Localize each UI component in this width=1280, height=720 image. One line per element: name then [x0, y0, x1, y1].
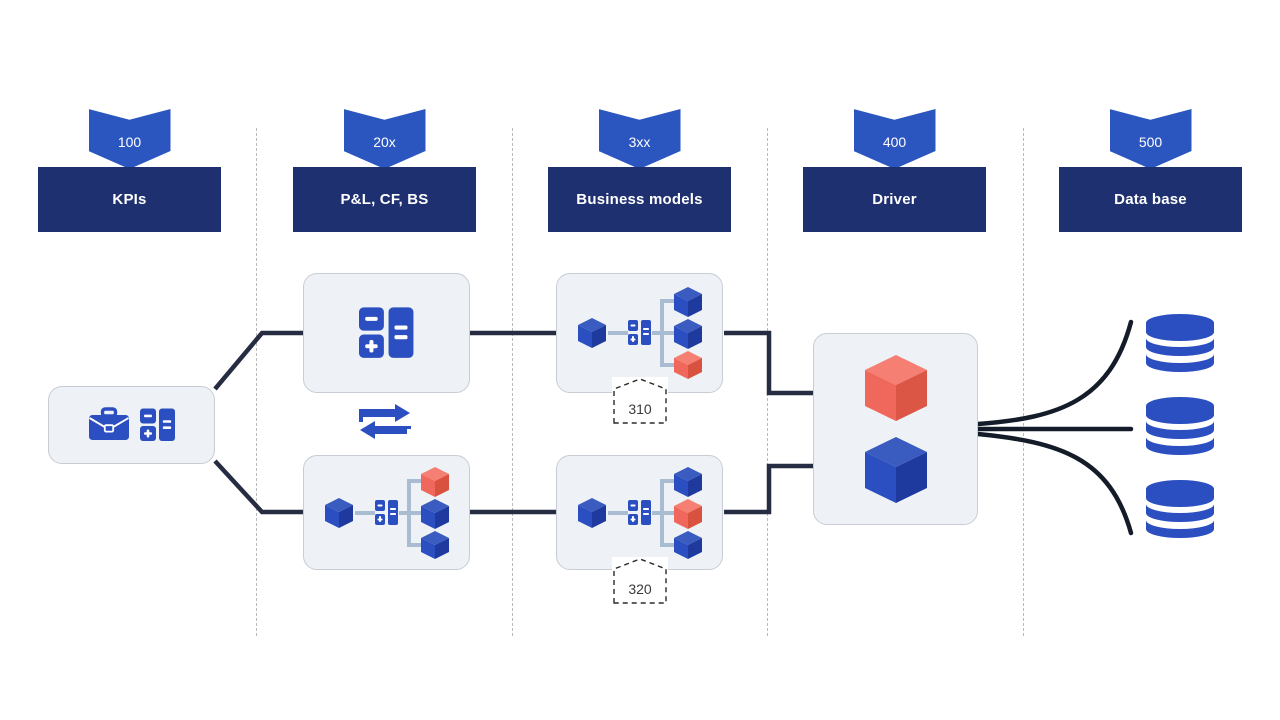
cube-red-icon — [673, 498, 702, 529]
sync-between-statements[interactable] — [355, 403, 415, 445]
kpis-node-icons — [88, 407, 176, 443]
column-title-bar[interactable]: Driver — [803, 167, 986, 232]
column-title-bar[interactable]: Data base — [1059, 167, 1242, 232]
column-code-badge: 20x — [343, 109, 426, 169]
pl-statement-node[interactable] — [303, 273, 470, 393]
calculator-icon — [627, 320, 651, 345]
column-code-badge: 500 — [1109, 109, 1192, 169]
column-code-text: 500 — [1138, 134, 1163, 150]
cube-blue-icon — [673, 287, 702, 317]
cube-blue-icon — [673, 319, 702, 349]
column-header-data-base: 500 Data base — [1059, 109, 1242, 232]
column-title-bar[interactable]: P&L, CF, BS — [293, 167, 476, 232]
database-icon — [1146, 314, 1214, 372]
link-driver-to-db-bottom — [975, 431, 1134, 536]
cube-blue-icon — [577, 497, 606, 528]
cube-blue-icon — [673, 530, 702, 559]
link-kpis-to-bs — [213, 459, 303, 515]
column-title-text: P&L, CF, BS — [340, 191, 429, 208]
cube-blue-icon — [673, 466, 702, 497]
callout-310-text: 310 — [628, 401, 652, 417]
column-separator-1 — [256, 128, 257, 636]
link-driver-to-db-top — [975, 319, 1134, 427]
driver-node[interactable] — [813, 333, 978, 525]
kpis-node[interactable] — [48, 386, 215, 464]
swap-arrows-icon — [359, 404, 411, 439]
cube-blue-icon — [577, 318, 606, 348]
database-icon — [1146, 397, 1214, 455]
callout-320[interactable]: 320 — [612, 557, 668, 605]
column-header-driver: 400 Driver — [803, 109, 986, 232]
calculator-icon — [627, 499, 651, 525]
column-code-badge: 3xx — [598, 109, 681, 169]
cube-blue-icon — [420, 530, 449, 559]
column-header-pl-cf-bs: 20x P&L, CF, BS — [293, 109, 476, 232]
link-310-to-driver — [724, 330, 813, 396]
column-title-text: Driver — [872, 191, 917, 208]
briefcase-icon — [88, 407, 129, 440]
calculator-icon — [139, 408, 175, 441]
model-tree-icon — [577, 466, 702, 559]
column-separator-3 — [767, 128, 768, 636]
callout-310[interactable]: 310 — [612, 377, 668, 425]
business-model-320-node[interactable] — [556, 455, 723, 570]
model-tree-icon — [577, 287, 702, 379]
balance-sheet-node[interactable] — [303, 455, 470, 570]
column-title-text: Data base — [1114, 191, 1187, 208]
column-header-kpis: 100 KPIs — [38, 109, 221, 232]
callout-shape-icon — [613, 558, 667, 604]
column-title-bar[interactable]: KPIs — [38, 167, 221, 232]
cube-red-icon — [420, 466, 449, 497]
cube-red-icon — [864, 355, 927, 421]
calculator-icon — [374, 499, 398, 525]
column-title-text: KPIs — [112, 191, 147, 208]
column-code-text: 400 — [882, 134, 907, 150]
column-header-business-models: 3xx Business models — [548, 109, 731, 232]
model-tree-icon — [324, 466, 449, 559]
callout-shape-icon — [613, 378, 667, 424]
database-icon — [1146, 480, 1214, 538]
database-icon-2[interactable] — [1146, 397, 1214, 461]
cube-red-icon — [673, 351, 702, 379]
column-title-bar[interactable]: Business models — [548, 167, 731, 232]
column-code-text: 3xx — [628, 134, 651, 150]
cube-blue-icon — [324, 497, 353, 528]
cube-blue-icon — [864, 437, 927, 503]
column-title-text: Business models — [576, 191, 703, 208]
cube-blue-icon — [420, 498, 449, 529]
calculator-icon — [358, 307, 413, 358]
callout-320-text: 320 — [628, 581, 652, 597]
column-code-text: 100 — [117, 134, 142, 150]
business-model-310-node[interactable] — [556, 273, 723, 393]
column-separator-4 — [1023, 128, 1024, 636]
column-separator-2 — [512, 128, 513, 636]
column-code-badge: 100 — [88, 109, 171, 169]
database-icon-1[interactable] — [1146, 314, 1214, 378]
column-code-badge: 400 — [853, 109, 936, 169]
link-320-to-driver — [724, 463, 813, 515]
database-icon-3[interactable] — [1146, 480, 1214, 544]
column-code-text: 20x — [373, 134, 396, 150]
link-kpis-to-pl — [213, 330, 303, 391]
